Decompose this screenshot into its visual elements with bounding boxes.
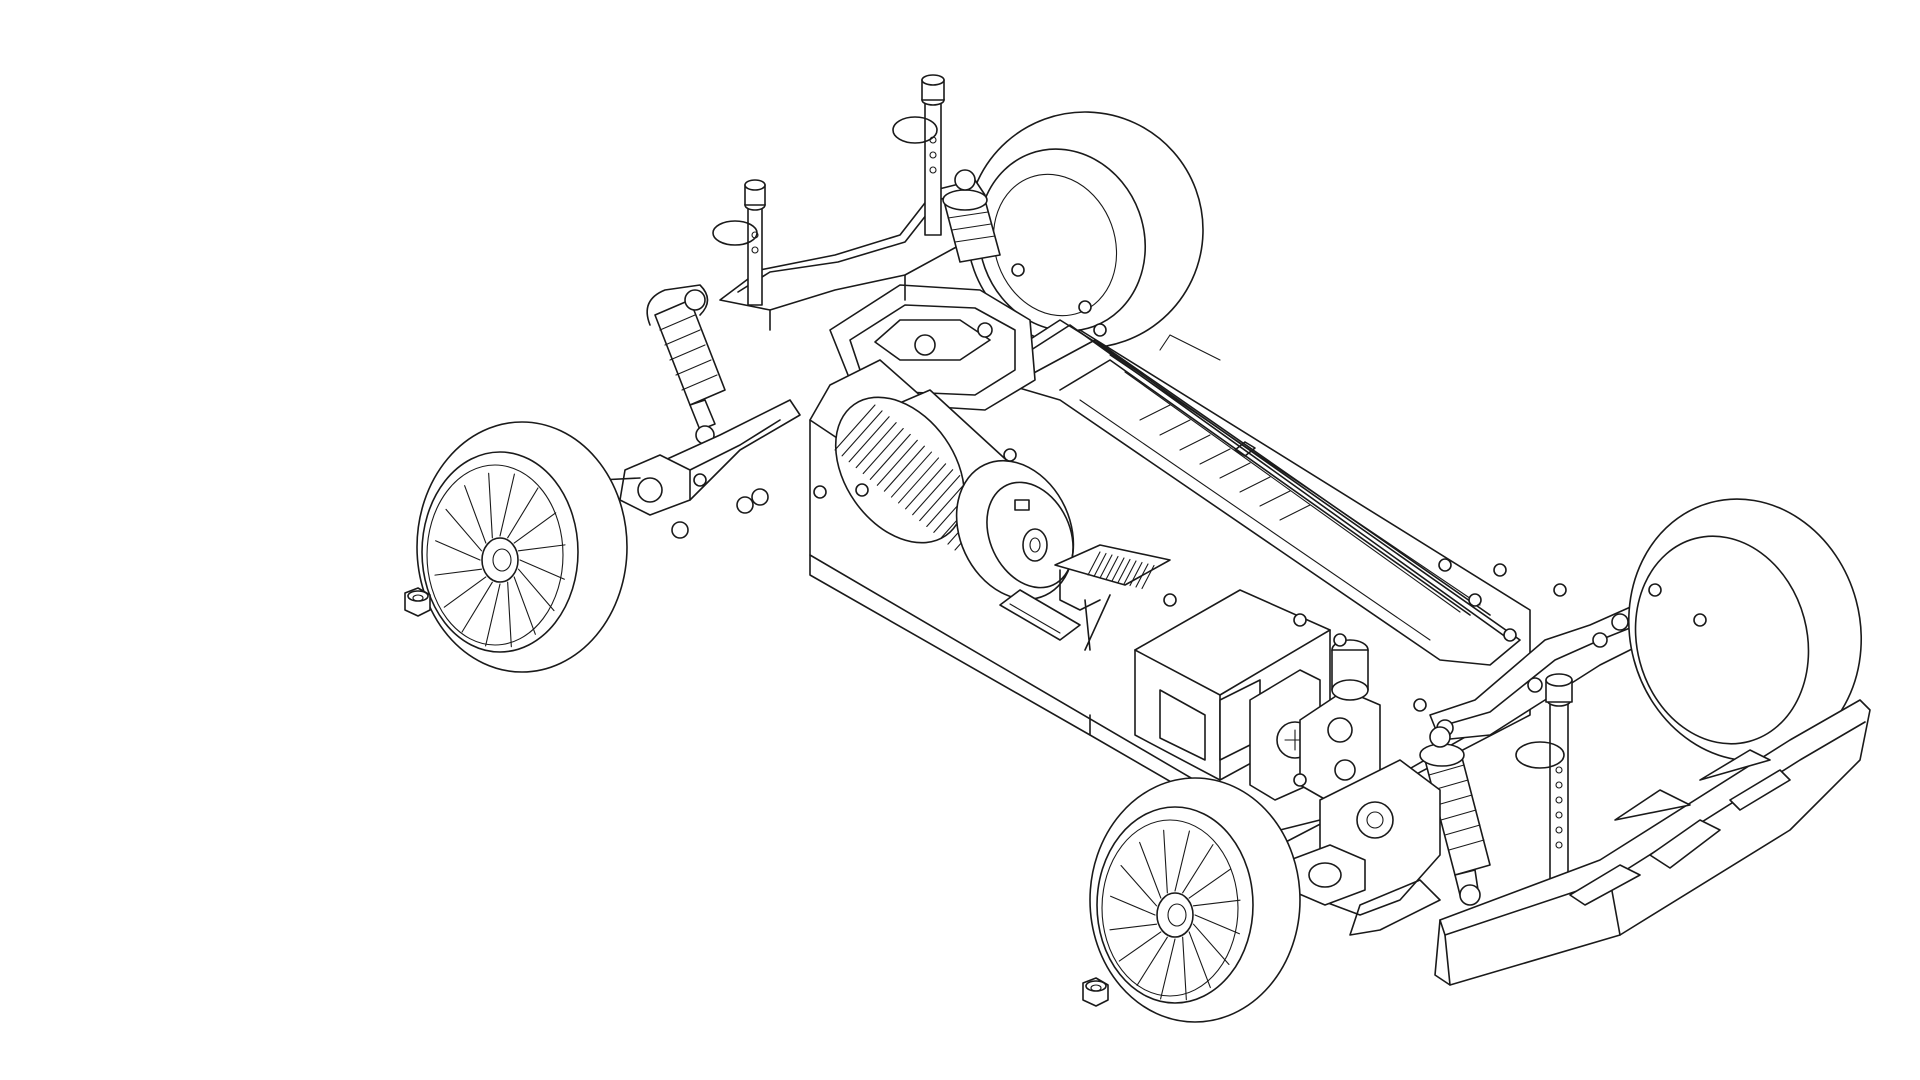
motor-fin (848, 416, 890, 463)
front-left-shock-absorber (1419, 726, 1491, 906)
wheel-spoke (1160, 938, 1176, 1000)
screw-head (1413, 698, 1427, 712)
wheel-spoke (507, 581, 512, 648)
heatsink-fin (1135, 563, 1149, 588)
heatsink-fin (1111, 557, 1125, 582)
motor-fin (883, 445, 925, 492)
wheel-spoke (1120, 864, 1158, 907)
motor-fin (869, 433, 911, 480)
screw-head (1293, 773, 1307, 787)
wheel-spoke (485, 583, 501, 647)
wheel-spoke (1182, 936, 1187, 1001)
screw-head (1163, 593, 1177, 607)
screw-head (855, 483, 869, 497)
wheel-spoke (1182, 844, 1214, 894)
front-body-post-left (1515, 673, 1573, 881)
wheel-spoke (1192, 923, 1230, 966)
heatsink-fin (1141, 564, 1155, 590)
wheel-spoke (1192, 899, 1241, 907)
wheel-spoke (1194, 914, 1240, 935)
screw-head (1003, 448, 1017, 462)
screw-head (1493, 563, 1507, 577)
wheel-spoke (488, 472, 493, 539)
screw-head (1648, 583, 1662, 597)
speed-controller (999, 544, 1171, 651)
screw-head (1468, 593, 1482, 607)
wheel-spoke (1118, 931, 1162, 962)
rear-wheel-nut (404, 587, 431, 617)
screw-head (813, 485, 827, 499)
wheel-spoke (1110, 895, 1156, 916)
motor (809, 359, 1075, 601)
wheel-spoke (461, 581, 493, 633)
screw-head (1438, 558, 1452, 572)
heatsink-fin (1099, 554, 1113, 579)
rear-left-suspension-arm (599, 399, 801, 539)
wheel-spoke (1188, 931, 1211, 989)
front-bumper (1434, 699, 1871, 986)
wheel-spoke (434, 568, 483, 576)
motor-fin (912, 469, 954, 516)
rear-left-wheel-spokes (434, 472, 566, 648)
wheel-spoke (1136, 936, 1168, 986)
front-bulkhead (1249, 639, 1381, 806)
rear-right-wheel (966, 111, 1204, 349)
motor-fin (905, 463, 947, 510)
screw-head (1333, 633, 1347, 647)
wheel-spoke (1139, 841, 1162, 899)
screw-head (1093, 323, 1107, 337)
rear-body-post-left (712, 179, 766, 306)
heatsink-fin (1087, 551, 1101, 576)
heatsink-fin (1117, 558, 1131, 584)
motor-fin (841, 410, 883, 457)
wheel-spoke (1174, 830, 1190, 892)
front-left-wheel-spokes (1109, 829, 1241, 1001)
motor-fin (890, 451, 933, 498)
rear-left-shock-absorber (646, 284, 726, 445)
wheel-spoke (464, 485, 487, 544)
screw-head (1011, 263, 1025, 277)
wheel-spoke (445, 508, 483, 552)
rear-right-shock-absorber (942, 169, 1001, 263)
wheel-spoke (517, 568, 555, 612)
wheel-spoke (507, 487, 539, 539)
front-left-wheel (1089, 777, 1301, 1023)
screw-head (1503, 628, 1517, 642)
esc-heatsink-fins (1087, 551, 1155, 590)
heatsink-fin (1105, 555, 1119, 581)
motor-fin (897, 457, 940, 504)
motor-fin (834, 404, 876, 451)
motor-fin (855, 422, 897, 469)
wheel-spoke (499, 473, 515, 537)
screw-head (1293, 613, 1307, 627)
front-left-suspension-arm (1289, 759, 1441, 936)
wheel-spoke (435, 540, 481, 561)
wheel-spoke (513, 512, 557, 544)
rear-body-post-right (892, 74, 945, 236)
wheel-spoke (1109, 923, 1158, 931)
motor-fin (862, 427, 904, 475)
motor-fin (919, 475, 961, 522)
heatsink-fin (1093, 552, 1107, 578)
wheel-spoke (443, 576, 487, 608)
chassis-screws (813, 263, 1707, 787)
wheel-spoke (1188, 868, 1232, 899)
motor-fin (876, 439, 918, 486)
wheel-spoke (1163, 829, 1168, 894)
heatsink-fin (1123, 560, 1137, 585)
rear-left-wheel (416, 421, 628, 673)
heatsink-fin (1129, 561, 1143, 587)
wheel-spoke (513, 576, 536, 635)
wheel-spoke (519, 559, 565, 580)
screw-head (1078, 300, 1092, 314)
screw-head (1553, 583, 1567, 597)
front-wheel-nut (1082, 977, 1109, 1007)
screw-head (1693, 613, 1707, 627)
wheel-spoke (517, 544, 566, 552)
motor-fin (926, 480, 968, 528)
